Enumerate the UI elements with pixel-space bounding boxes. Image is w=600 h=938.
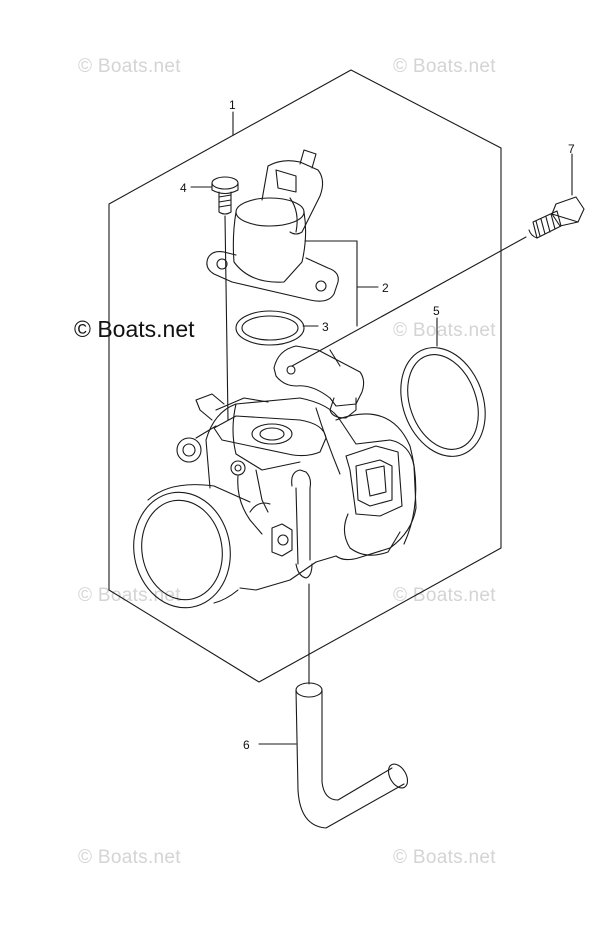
callout-4: 4	[180, 181, 187, 195]
gasket-5	[400, 317, 486, 457]
oring-3	[235, 310, 319, 346]
callout-7: 7	[568, 142, 575, 156]
throttle-body	[133, 345, 417, 609]
screw-4	[190, 176, 239, 421]
hose-6	[258, 682, 409, 829]
callout-1: 1	[229, 98, 236, 112]
watermark-lower-left: © Boats.net	[78, 585, 181, 606]
assembly-outline	[108, 69, 502, 683]
watermark-bottom-left: © Boats.net	[78, 847, 181, 868]
watermark-top-right: © Boats.net	[393, 56, 496, 77]
callout-2: 2	[382, 281, 389, 295]
bolt-7	[291, 153, 585, 367]
watermark-mid-right: © Boats.net	[393, 320, 496, 341]
watermark-bottom-right: © Boats.net	[393, 847, 496, 868]
watermark-main: © Boats.net	[74, 316, 195, 342]
callout-6: 6	[243, 738, 250, 752]
callout-5: 5	[433, 304, 440, 318]
callout-3: 3	[322, 320, 329, 334]
watermark-lower-right: © Boats.net	[393, 585, 496, 606]
watermark-top-left: © Boats.net	[78, 56, 181, 77]
iac-valve-2	[206, 149, 379, 327]
